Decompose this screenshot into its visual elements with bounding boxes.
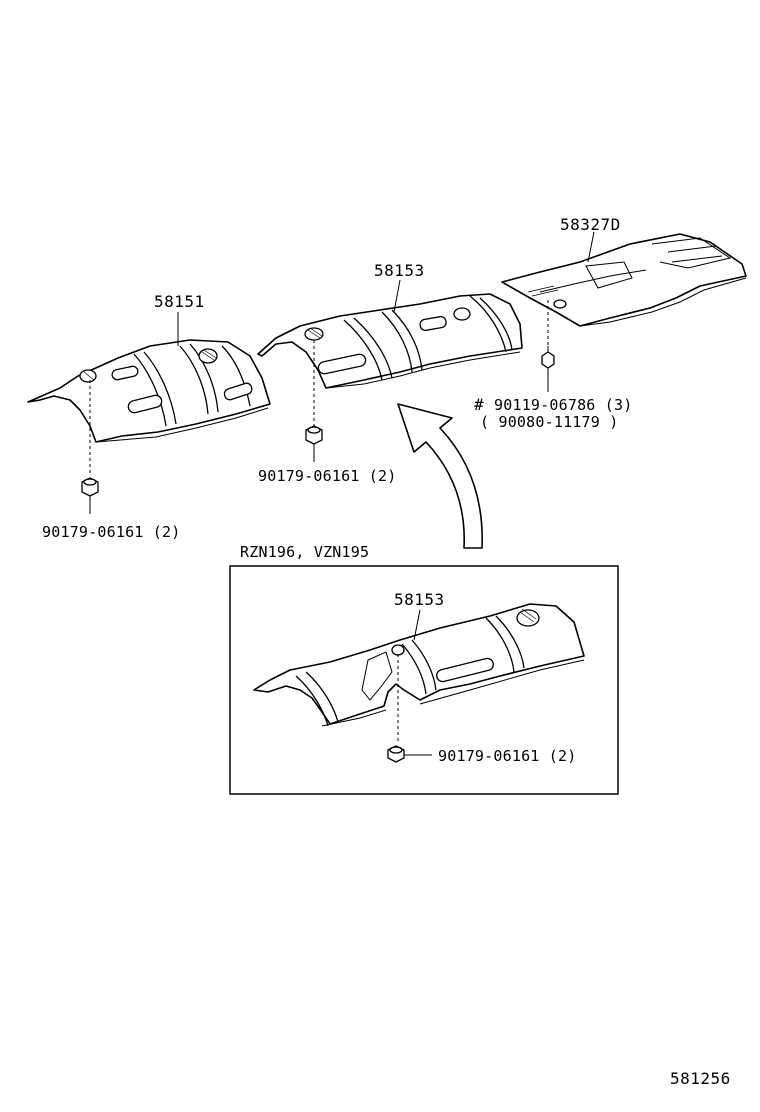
bolt-icon bbox=[541, 346, 555, 392]
leader-58153 bbox=[393, 279, 401, 313]
view-arrow bbox=[397, 403, 483, 549]
heat-insulator-58327d bbox=[501, 233, 747, 327]
figure-number: 581256 bbox=[670, 1069, 731, 1088]
label-bolt-mark: # bbox=[474, 395, 484, 414]
leader-58327d bbox=[587, 231, 595, 263]
heat-insulator-58151 bbox=[27, 339, 271, 443]
label-inset-nut: 90179-06161 (2) bbox=[438, 747, 576, 765]
heat-insulator-58153 bbox=[257, 293, 523, 389]
label-58327d: 58327D bbox=[560, 215, 621, 234]
label-inset-title: RZN196, VZN195 bbox=[240, 543, 369, 561]
label-inset-58153: 58153 bbox=[394, 590, 445, 609]
label-bolt-alternate: ( 90080-11179 ) bbox=[480, 413, 618, 431]
label-nut-left: 90179-06161 (2) bbox=[42, 523, 180, 541]
label-nut-middle: 90179-06161 (2) bbox=[258, 467, 396, 485]
inset-heat-insulator-58153 bbox=[253, 603, 585, 727]
nut-left-icon bbox=[81, 477, 99, 514]
label-bolt-primary: 90119-06786 (3) bbox=[494, 396, 632, 414]
label-58153: 58153 bbox=[374, 261, 425, 280]
nut-middle-icon bbox=[305, 425, 323, 462]
inset-leader-58153 bbox=[413, 609, 421, 641]
label-58151: 58151 bbox=[154, 292, 205, 311]
inset-frame bbox=[229, 565, 619, 795]
inset-nut-icon bbox=[387, 745, 432, 763]
